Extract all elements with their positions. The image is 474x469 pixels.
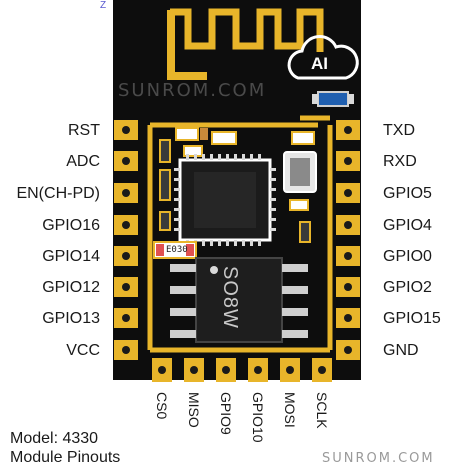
pin-label-bottom: MISO [186, 392, 202, 428]
pin-label-bottom: GPIO9 [218, 392, 234, 435]
main-ic [174, 154, 276, 246]
antenna-trace [170, 8, 324, 52]
pin-label-right: GPIO4 [383, 217, 432, 234]
pin-label-right: TXD [383, 122, 415, 139]
crystal [283, 151, 317, 193]
pin-label-left: RST [68, 122, 100, 139]
bottom-pin-pads [152, 358, 332, 382]
right-pin-pads [336, 120, 360, 360]
watermark-footer: SUNROM.COM [322, 451, 435, 466]
caption-label: Module Pinouts [10, 449, 121, 466]
flash-chip [170, 257, 308, 343]
corner-mark: Z [100, 0, 107, 11]
pin-label-right: GPIO5 [383, 185, 432, 202]
watermark-board: SUNROM.COM [118, 80, 267, 101]
pin-label-right: GPIO0 [383, 248, 432, 265]
model-label: Model: 4330 [10, 430, 99, 447]
ai-badge-text: AI [311, 54, 328, 73]
resistor-blue [317, 91, 349, 107]
pin-label-right: GPIO2 [383, 279, 432, 296]
pin-label-left: GPIO12 [42, 279, 100, 296]
pin-label-bottom: MOSI [282, 392, 298, 428]
pin-label-left: GPIO16 [42, 217, 100, 234]
pin-label-right: RXD [383, 153, 417, 170]
pin-label-left: GPIO14 [42, 248, 100, 265]
resistor-e030-label: E030 [166, 245, 188, 255]
pin-label-bottom: CS0 [154, 392, 170, 420]
antenna-base [167, 10, 175, 80]
left-pin-pads [114, 120, 138, 360]
cloud-ai-icon [287, 35, 359, 80]
flash-chip-label: SO8W [219, 266, 241, 329]
resistor-e030 [153, 241, 197, 259]
pin-label-left: ADC [66, 153, 100, 170]
pin-label-bottom: GPIO10 [250, 392, 266, 443]
pin-label-left: GPIO13 [42, 310, 100, 327]
pin-label-left: VCC [66, 342, 100, 359]
pin-label-right: GPIO15 [383, 310, 441, 327]
pin-label-bottom: SCLK [314, 392, 330, 429]
pin-label-right: GND [383, 342, 419, 359]
pin-label-left: EN(CH-PD) [16, 185, 100, 202]
